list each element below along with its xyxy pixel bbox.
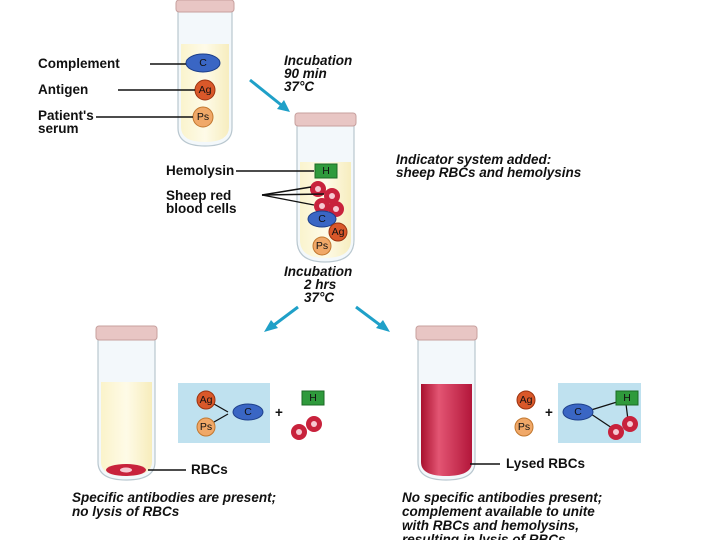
antigen-molecule-2: Ag bbox=[328, 222, 348, 242]
free-serum-right: Ps bbox=[514, 417, 534, 437]
patient-serum-label-2: serum bbox=[38, 121, 79, 136]
hemolysin-molecule: H bbox=[314, 163, 338, 179]
result-left-line-2: no lysis of RBCs bbox=[72, 504, 180, 519]
antigen-molecule: Ag bbox=[194, 79, 216, 101]
svg-text:Ps: Ps bbox=[200, 421, 212, 433]
svg-text:H: H bbox=[623, 392, 631, 404]
complement-label: Complement bbox=[38, 56, 120, 71]
incubation-2-temp: 37°C bbox=[304, 290, 334, 305]
svg-text:Ag: Ag bbox=[332, 226, 345, 238]
complement-molecule: C bbox=[185, 53, 221, 73]
tube-3 bbox=[95, 325, 158, 481]
tube-4 bbox=[415, 325, 478, 481]
free-hemolysin-left: H bbox=[301, 390, 325, 406]
hemolysin-label: Hemolysin bbox=[166, 163, 234, 178]
complement-molecule-2: C bbox=[307, 210, 337, 228]
free-antigen-right: Ag bbox=[516, 390, 536, 410]
patient-serum-label-1: Patient's bbox=[38, 108, 94, 123]
svg-text:Ag: Ag bbox=[520, 394, 533, 406]
incubation-1-label: Incubation bbox=[284, 53, 352, 68]
antigen-label: Antigen bbox=[38, 82, 88, 97]
result-right-line-3: with RBCs and hemolysins, bbox=[402, 518, 579, 533]
svg-text:C: C bbox=[244, 406, 252, 418]
incubation-1-time: 90 min bbox=[284, 66, 327, 81]
svg-text:H: H bbox=[309, 392, 317, 404]
svg-text:C: C bbox=[318, 213, 326, 225]
plus-sign-right: + bbox=[545, 405, 553, 420]
complex-box-right: C H bbox=[558, 383, 641, 443]
incubation-2-label: Incubation bbox=[284, 264, 352, 279]
arrow-to-tube-2 bbox=[249, 78, 290, 112]
svg-text:H: H bbox=[322, 165, 330, 177]
sheep-rbc-label-1: Sheep red bbox=[166, 188, 231, 203]
rbcs-label: RBCs bbox=[191, 462, 228, 477]
result-left-line-1: Specific antibodies are present; bbox=[72, 490, 276, 505]
sheep-rbc-label-2: blood cells bbox=[166, 201, 237, 216]
arrow-to-tube-left bbox=[264, 305, 299, 332]
svg-text:C: C bbox=[574, 406, 582, 418]
indicator-label-2: sheep RBCs and hemolysins bbox=[396, 165, 582, 180]
svg-text:Ag: Ag bbox=[199, 84, 212, 96]
arrow-to-tube-right bbox=[355, 305, 390, 332]
svg-text:Ag: Ag bbox=[200, 394, 213, 406]
incubation-1-temp: 37°C bbox=[284, 79, 314, 94]
svg-text:Ps: Ps bbox=[316, 240, 328, 252]
serum-molecule-2: Ps bbox=[312, 236, 332, 256]
free-rbcs-left bbox=[291, 416, 322, 440]
serum-molecule: Ps bbox=[192, 106, 214, 128]
result-right-line-2: complement available to unite bbox=[402, 504, 595, 519]
complex-box-left: Ag Ps C bbox=[178, 383, 270, 443]
lysed-rbcs-label: Lysed RBCs bbox=[506, 456, 585, 471]
indicator-label-1: Indicator system added: bbox=[396, 152, 551, 167]
result-right-line-4: resulting in lysis of RBCs bbox=[402, 532, 566, 540]
svg-text:C: C bbox=[199, 57, 207, 69]
plus-sign-left: + bbox=[275, 405, 283, 420]
svg-text:Ps: Ps bbox=[518, 421, 530, 433]
result-right-line-1: No specific antibodies present; bbox=[402, 490, 602, 505]
svg-text:Ps: Ps bbox=[197, 111, 209, 123]
incubation-2-time: 2 hrs bbox=[303, 277, 337, 292]
